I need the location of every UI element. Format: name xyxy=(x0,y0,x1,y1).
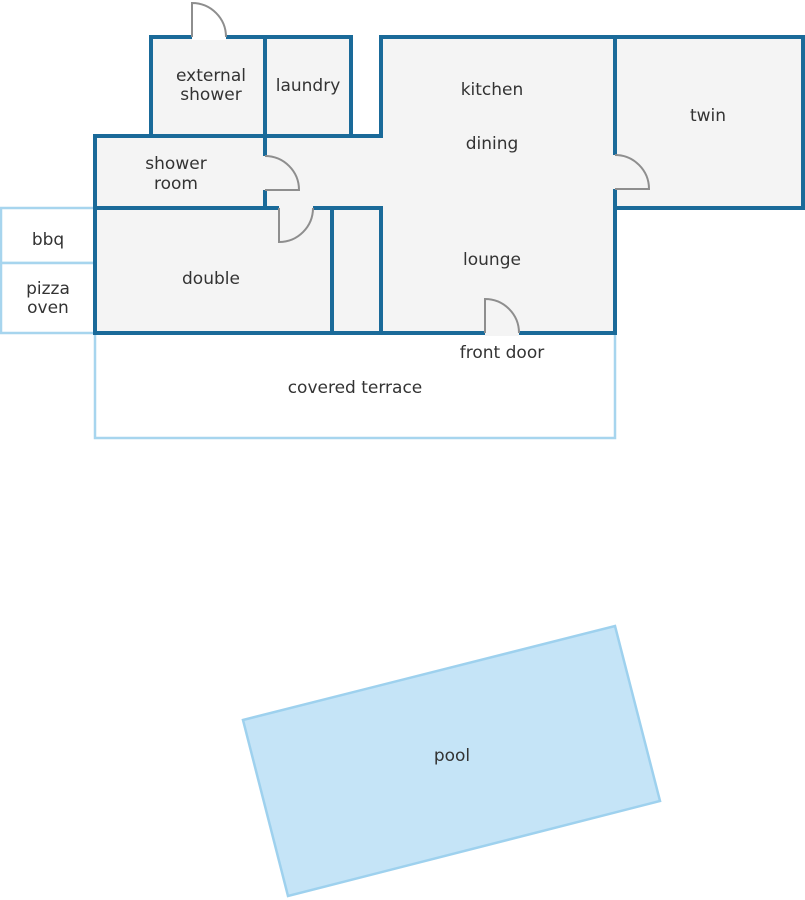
door-twin[interactable] xyxy=(612,154,651,190)
laundry-area[interactable] xyxy=(265,37,351,136)
shower-room-label: shower xyxy=(145,154,206,174)
pizza-oven-label: pizza xyxy=(26,279,70,299)
shower-room-area[interactable] xyxy=(95,136,265,208)
external-shower-area[interactable] xyxy=(151,37,265,136)
laundry-label: laundry xyxy=(276,76,341,96)
lounge-label: lounge xyxy=(463,250,521,270)
pool-label: pool xyxy=(434,746,470,766)
covered-terrace-label: covered terrace xyxy=(288,378,423,398)
kitchen-dining-lounge-area[interactable] xyxy=(381,37,615,333)
door-front[interactable] xyxy=(484,297,520,336)
kitchen-label: kitchen xyxy=(461,80,524,100)
pizza-oven-area[interactable] xyxy=(0,261,97,335)
double-label: double xyxy=(182,269,240,289)
bbq-label: bbq xyxy=(32,230,64,250)
external-shower-label-2: shower xyxy=(180,85,241,105)
covered-terrace-area[interactable] xyxy=(93,331,617,440)
hallway-area[interactable] xyxy=(265,136,381,208)
shower-room-label-2: room xyxy=(154,174,198,194)
twin-label: twin xyxy=(690,106,726,126)
pool-area[interactable] xyxy=(241,624,662,898)
external-shower-label: external xyxy=(176,66,246,86)
dining-label: dining xyxy=(466,134,519,154)
twin-area[interactable] xyxy=(615,37,803,208)
pizza-oven-label-2: oven xyxy=(27,298,69,318)
door-double[interactable] xyxy=(278,205,314,244)
closet-area[interactable] xyxy=(332,208,381,333)
door-external-shower[interactable] xyxy=(191,1,227,40)
front-door-label: front door xyxy=(460,343,544,363)
door-shower-room[interactable] xyxy=(262,155,301,191)
double-area[interactable] xyxy=(95,208,332,333)
